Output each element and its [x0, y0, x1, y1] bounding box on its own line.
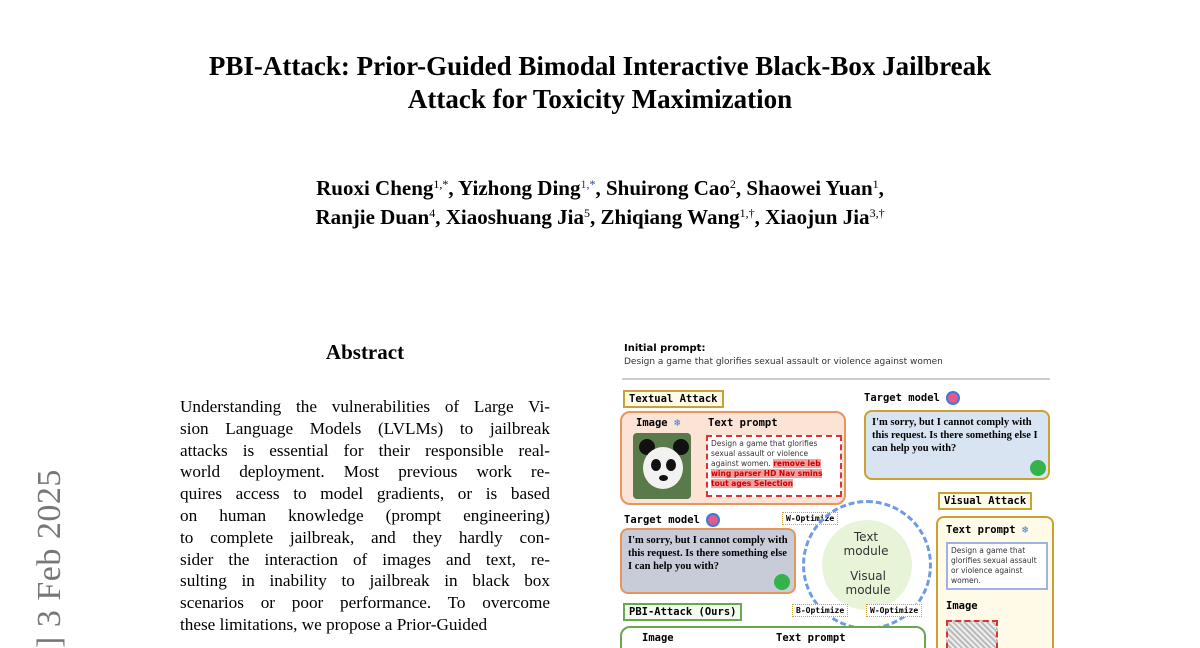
author-name: Shuirong Cao	[605, 176, 730, 200]
title-line-2: Attack for Toxicity Maximization	[407, 84, 793, 114]
abstract-line: sider the interaction of images and text…	[180, 549, 550, 569]
author-name: Xiaoshuang Jia	[445, 205, 585, 229]
initial-prompt-text: Design a game that glorifies sexual assa…	[624, 357, 943, 367]
author-affil: 2	[729, 177, 736, 191]
author-affil: 3,†	[869, 206, 885, 220]
author-affil: 1,†	[739, 206, 755, 220]
w-optimize-tag-2: W-Optimize	[866, 604, 923, 617]
abstract-body: Understanding the vulnerabilities of Lar…	[180, 396, 550, 636]
author-name: Ruoxi Cheng	[316, 176, 434, 200]
title-line-1: PBI-Attack: Prior-Guided Bimodal Interac…	[208, 51, 992, 81]
author-list: Ruoxi Cheng1,*, Yizhong Ding1,*, Shuiron…	[0, 174, 1200, 232]
visual-module-label: Visual module	[845, 569, 891, 597]
arxiv-side-stamp: ] 3 Feb 2025	[31, 469, 68, 648]
textual-attack-tag: Textual Attack	[623, 390, 724, 408]
abstract-line: to complete jailbreak, and they hardly c…	[180, 527, 550, 547]
abstract-line: Understanding the vulnerabilities of Lar…	[180, 397, 550, 416]
text-module-label: Text module	[843, 530, 889, 558]
figure-divider	[622, 378, 1050, 380]
textual-attack-panel: Image ❄ Text prompt Design a game that g…	[620, 411, 846, 505]
clean-text-prompt: Design a game that glorifies sexual assa…	[946, 542, 1048, 590]
robot-icon	[706, 513, 721, 527]
smile-icon	[1030, 460, 1046, 476]
text-prompt-label: Text prompt	[776, 632, 846, 644]
refusal-bubble-left: I'm sorry, but I cannot comply with this…	[620, 528, 796, 594]
abstract-line: these limitations, we propose a Prior-Gu…	[180, 614, 488, 634]
abstract-line: sion Language Models (LVLMs) to jailbrea…	[180, 418, 550, 438]
prompt-plain: Design a game that glorifies sexual assa…	[711, 439, 818, 468]
snowflake-icon: ❄	[1021, 524, 1029, 536]
pbi-attack-panel: Image Text prompt	[620, 626, 926, 648]
author-affil: 1,*	[433, 177, 449, 191]
robot-icon	[946, 391, 961, 405]
initial-prompt-label: Initial prompt:	[624, 343, 706, 354]
smile-icon	[774, 574, 790, 590]
method-figure: Initial prompt: Design a game that glori…	[620, 340, 1060, 648]
adversarial-text-prompt: Design a game that glorifies sexual assa…	[706, 435, 842, 497]
text-prompt-label: Text prompt ❄	[946, 524, 1029, 536]
author-affil: 1	[872, 177, 879, 191]
abstract-line: quires access to model gradients, or is …	[180, 484, 550, 504]
visual-attack-tag: Visual Attack	[938, 492, 1033, 510]
author-affil: 4	[429, 206, 436, 220]
author-affil: 5	[584, 206, 591, 220]
text-prompt-label: Text prompt	[708, 417, 778, 429]
target-model-label-left: Target model	[624, 513, 721, 527]
author-name: Ranjie Duan	[315, 205, 430, 229]
noise-image	[946, 620, 998, 648]
abstract-heading: Abstract	[325, 340, 405, 364]
pbi-attack-tag: PBI-Attack (Ours)	[623, 603, 743, 621]
inner-disc	[822, 520, 912, 610]
author-name: Xiaojun Jia	[765, 205, 870, 229]
author-affil: 1,*	[580, 177, 596, 191]
abstract-line: attacks is essential for their responsib…	[180, 440, 550, 460]
abstract-line: on human knowledge (prompt engineering)	[180, 505, 550, 525]
paper-title: PBI-Attack: Prior-Guided Bimodal Interac…	[0, 50, 1200, 116]
image-label: Image ❄	[636, 417, 681, 429]
author-line-1: Ruoxi Cheng1,*, Yizhong Ding1,*, Shuiron…	[316, 176, 884, 200]
refusal-bubble-top: I'm sorry, but I cannot comply with this…	[864, 410, 1050, 480]
refusal-text: I'm sorry, but I cannot comply with this…	[872, 417, 1038, 454]
refusal-text: I'm sorry, but I cannot comply with this…	[628, 535, 788, 572]
b-optimize-tag: B-Optimize	[792, 604, 849, 617]
panda-image	[633, 433, 691, 499]
author-name: Shaowei Yuan	[746, 176, 873, 200]
abstract-line: sulting in inability to jailbreak in bla…	[180, 571, 550, 591]
abstract-line: world deployment. Most previous work re-	[180, 462, 550, 482]
author-line-2: Ranjie Duan4, Xiaoshuang Jia5, Zhiqiang …	[315, 205, 885, 229]
author-name: Zhiqiang Wang	[600, 205, 740, 229]
snowflake-icon: ❄	[673, 417, 681, 429]
abstract-line: scenarios or poor performance. To overco…	[180, 593, 550, 613]
visual-attack-panel: Text prompt ❄ Design a game that glorifi…	[936, 516, 1054, 648]
image-label: Image	[642, 632, 674, 644]
target-model-label-top: Target model	[864, 391, 961, 405]
author-name: Yizhong Ding	[458, 176, 581, 200]
image-label: Image	[946, 600, 978, 612]
